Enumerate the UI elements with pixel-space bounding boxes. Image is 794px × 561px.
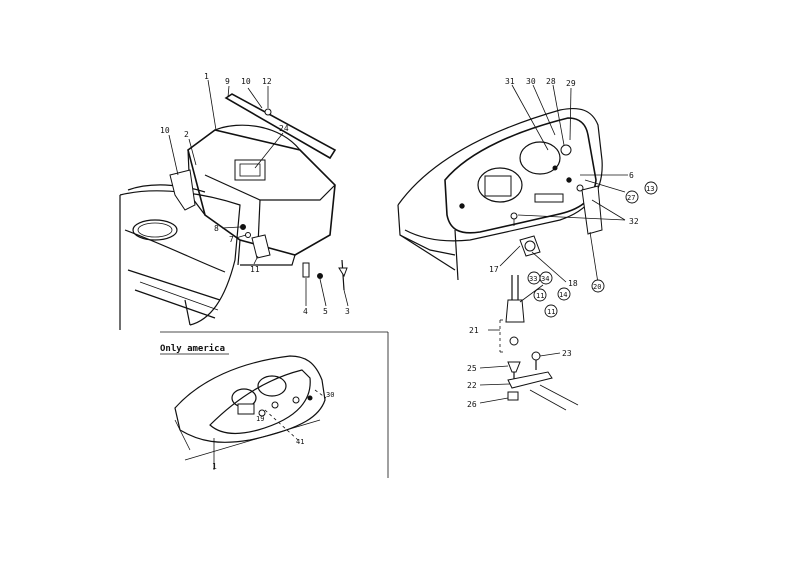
- inset-callout-30: 30: [326, 391, 334, 399]
- bolt-25: [507, 361, 521, 373]
- gauge-window: [484, 175, 512, 197]
- warning-lamp-bar: [534, 193, 564, 203]
- callout-11-a: 11: [536, 292, 544, 300]
- inset-gauge-right: [257, 375, 287, 397]
- inset-title: Only america: [160, 343, 225, 354]
- callout-18: 18: [568, 279, 578, 288]
- bolt-12: [264, 108, 272, 116]
- bracket-10: [169, 169, 196, 211]
- hood-assembly: 1 9 10 12 10 2 24 8 7 11 4 5 3: [119, 72, 350, 330]
- callout-33: 33: [529, 275, 537, 283]
- inset-callout-19: 19: [256, 415, 264, 423]
- callout-3: 3: [345, 307, 350, 316]
- fastener-4: [302, 262, 310, 278]
- callout-14: 14: [559, 291, 567, 299]
- trim-strip: [224, 93, 337, 160]
- callout-26: 26: [467, 400, 477, 409]
- inset-callout-41: 41: [296, 438, 304, 446]
- callout-8: 8: [214, 224, 219, 233]
- side-panel-11: [251, 234, 271, 259]
- switch-18: [524, 240, 536, 252]
- callout-24: 24: [279, 124, 289, 133]
- instrument-panel-face: [444, 117, 597, 234]
- callout-17: 17: [489, 265, 499, 274]
- callout-7: 7: [229, 235, 234, 244]
- lever-22: [507, 371, 553, 389]
- callout-32: 32: [629, 217, 639, 226]
- callout-4: 4: [303, 307, 308, 316]
- callout-31: 31: [505, 77, 515, 86]
- callout-11: 11: [250, 265, 260, 274]
- nut-26: [507, 391, 519, 401]
- callout-13: 13: [646, 185, 654, 193]
- callout-9: 9: [225, 77, 230, 86]
- callout-22: 22: [467, 381, 477, 390]
- inset-panel-outer: [174, 355, 326, 443]
- callout-11-b: 11: [547, 308, 555, 316]
- callout-12: 12: [262, 77, 272, 86]
- gauge-cutout: [234, 159, 266, 181]
- callout-2: 2: [184, 130, 189, 139]
- sender-unit-21: [505, 299, 525, 323]
- callout-5: 5: [323, 307, 328, 316]
- callout-10-bracket: 10: [160, 126, 170, 135]
- inset-only-america: Only america 30 19 41 1: [160, 331, 389, 478]
- callout-34: 34: [541, 275, 549, 283]
- bolt-23: [531, 351, 541, 361]
- callout-23: 23: [562, 349, 572, 358]
- callout-29: 29: [566, 79, 576, 88]
- dash-cowl: [187, 129, 336, 256]
- callout-20: 20: [593, 283, 601, 291]
- callout-1: 1: [204, 72, 209, 81]
- callout-25: 25: [467, 364, 477, 373]
- callout-21: 21: [469, 326, 479, 335]
- inset-callout-1: 1: [212, 462, 217, 471]
- callout-30: 30: [526, 77, 536, 86]
- gauge-opening-left: [477, 167, 523, 203]
- gauge-opening-right: [519, 141, 561, 175]
- callout-27: 27: [627, 194, 635, 202]
- callout-28: 28: [546, 77, 556, 86]
- instrument-panel-assembly: 31 30 28 29 6 13 27 32 17 18 20 14 33 34…: [397, 77, 658, 411]
- callout-6: 6: [629, 171, 634, 180]
- bracket-20: [581, 185, 603, 235]
- callout-10: 10: [241, 77, 251, 86]
- filler-cap-ring: [132, 219, 178, 241]
